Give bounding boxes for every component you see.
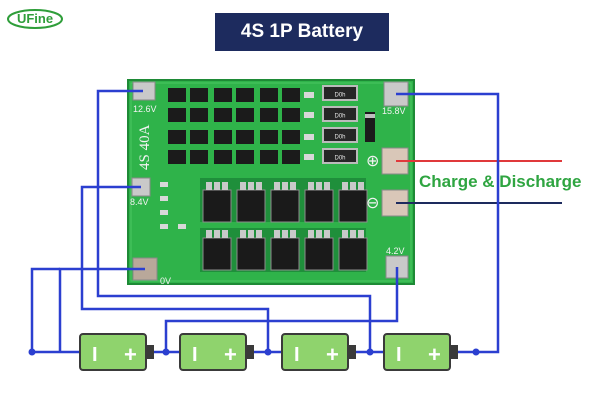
plus-terminal-icon: ⊕ [366,151,379,170]
diode [365,112,375,142]
logo-ellipse-icon [7,9,63,29]
battery-negative-mark: I [192,344,198,366]
ic-array [168,88,300,164]
solder-pads [131,81,409,281]
battery-positive-mark: + [428,342,441,367]
pad-label-bottom-left: 0V [160,276,171,286]
battery-positive-mark: + [224,342,237,367]
battery-positive-mark: + [326,342,339,367]
resistor-label: D0h [334,156,345,162]
pad-label-bottom-right: 4.2V [386,246,405,256]
mosfet-array [200,178,368,272]
bms-board: D0h D0h D0h D0h [127,79,415,286]
battery-2: I + [179,333,254,371]
pad-label-top-right: 15.8V [382,106,406,116]
battery-positive-mark: + [124,342,137,367]
battery-negative-mark: I [294,344,300,366]
pad-label-top-left: 12.6V [133,104,157,114]
battery-1: I + [79,333,154,371]
battery-3: I + [281,333,356,371]
balance-wiring [30,89,500,354]
battery-negative-mark: I [396,344,402,366]
resistor-label: D0h [334,114,345,120]
shunt-resistors: D0h D0h D0h D0h [322,85,358,164]
ufine-logo: UFine [6,8,64,30]
charge-discharge-label: Charge & Discharge [419,172,582,191]
battery-4: I + [383,333,458,371]
wire-junctions [28,348,480,356]
smd-parts [160,92,314,229]
resistor-label: D0h [334,135,345,141]
pad-label-mid-left: 8.4V [130,197,149,207]
minus-terminal-icon: ⊖ [366,193,379,212]
page-title: 4S 1P Battery [215,13,389,51]
board-rating-text: 4S 40A [137,124,153,170]
logo-text: UFine [16,11,54,26]
battery-negative-mark: I [92,344,98,366]
resistor-label: D0h [334,93,345,99]
